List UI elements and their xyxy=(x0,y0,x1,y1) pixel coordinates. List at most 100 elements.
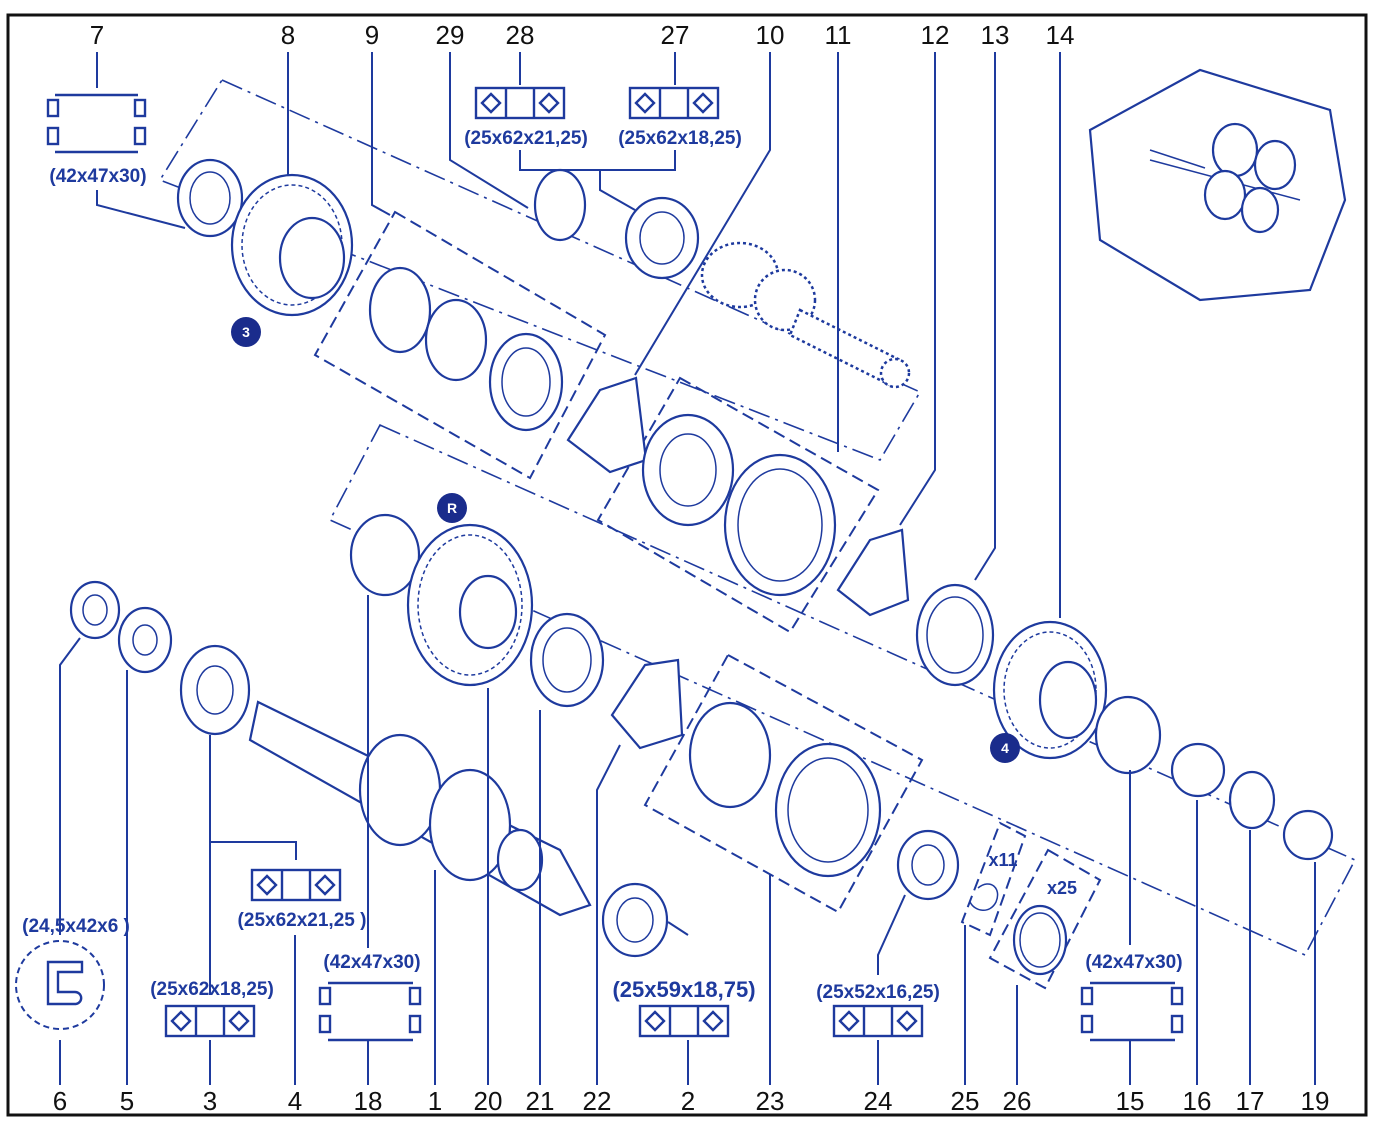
circlip-25 xyxy=(969,883,999,911)
spec-needle-bearing-18: (42x47x30) xyxy=(323,952,420,973)
lower-row-parts xyxy=(69,513,1068,976)
part-label-16: 16 xyxy=(1183,1086,1212,1116)
diagram-frame xyxy=(6,13,1368,1117)
bearing-2 xyxy=(601,882,669,958)
qty-shim-26: x25 xyxy=(1047,878,1077,898)
needle-roller-bearing-icon xyxy=(46,93,147,154)
synchro-ring-9a xyxy=(368,266,432,354)
spec-bearing-27: (25x62x18,25) xyxy=(618,128,742,149)
spec-bearing-4: (25x62x21,25 ) xyxy=(238,910,367,931)
part-label-9: 9 xyxy=(365,20,379,50)
part-label-26: 26 xyxy=(1003,1086,1032,1116)
part-label-28: 28 xyxy=(506,20,535,50)
shaft-gear-1c xyxy=(496,828,544,892)
oil-seal-6 xyxy=(69,580,121,640)
needle-roller-bearing-icon xyxy=(318,981,422,1042)
part-label-22: 22 xyxy=(583,1086,612,1116)
part-label-14: 14 xyxy=(1046,20,1075,50)
oil-seal-icon xyxy=(15,940,105,1030)
circlip-12 xyxy=(836,528,910,617)
gear-4-badge: 4 xyxy=(990,733,1020,763)
synchro-hub-23 xyxy=(688,701,772,809)
bush-19 xyxy=(1282,809,1334,861)
shaft-gear-1a xyxy=(358,733,442,847)
gear-8-hub xyxy=(278,216,346,300)
circlip-group-box xyxy=(960,821,1027,937)
part-label-10: 10 xyxy=(756,20,785,50)
part-label-15: 15 xyxy=(1116,1086,1145,1116)
tapered-bearing-icon xyxy=(250,868,342,902)
part-label-6: 6 xyxy=(53,1086,67,1116)
sliding-sleeve-23 xyxy=(774,742,882,878)
part-label-3: 3 xyxy=(203,1086,217,1116)
part-label-7: 7 xyxy=(90,20,104,50)
phantom-shaft-end xyxy=(879,357,911,389)
part-label-23: 23 xyxy=(756,1086,785,1116)
part-label-11: 11 xyxy=(825,20,852,50)
spec-bearing-2: (25x59x18,75) xyxy=(612,977,755,1002)
thrust-washer-17 xyxy=(1228,770,1276,830)
bearing-24 xyxy=(896,829,960,901)
reverse-gear-badge: R xyxy=(437,493,467,523)
synchro-ring-13 xyxy=(915,583,995,687)
dimension-spec-labels: (42x47x30) (25x62x21,25) (25x62x18,25) (… xyxy=(22,128,1182,1003)
bearing-3 xyxy=(179,644,251,736)
circlip-22 xyxy=(610,658,684,750)
synchro-ring-21 xyxy=(529,612,605,708)
part-label-12: 12 xyxy=(921,20,950,50)
part-label-17: 17 xyxy=(1236,1086,1265,1116)
tapered-bearing-icon xyxy=(638,1004,730,1038)
synchro-ring-9b xyxy=(424,298,488,382)
spec-bearing-24: (25x52x16,25) xyxy=(816,982,940,1003)
synchro-ring-9c xyxy=(488,332,564,432)
tapered-bearing-icon xyxy=(628,86,720,120)
sliding-sleeve-11 xyxy=(723,453,837,597)
spec-bearing-28: (25x62x21,25) xyxy=(464,128,588,149)
needle-roller-bearing-icon xyxy=(1080,981,1184,1042)
part-label-13: 13 xyxy=(981,20,1010,50)
qty-circlip-25: x11 xyxy=(988,850,1017,870)
gear-4-badge-text: 4 xyxy=(1001,740,1009,756)
part-label-4: 4 xyxy=(288,1086,302,1116)
shim-26 xyxy=(1012,904,1068,976)
upper-row-parts xyxy=(176,158,1334,861)
part-label-18: 18 xyxy=(354,1086,383,1116)
spec-needle-bearing-15: (42x47x30) xyxy=(1085,952,1182,973)
shim-group-box xyxy=(988,848,1102,990)
bearing-27 xyxy=(624,196,700,280)
part-number-labels: 7 8 9 29 28 27 10 11 12 13 14 6 5 3 4 18… xyxy=(53,20,1330,1116)
synchro-hub-11 xyxy=(641,413,735,527)
needle-bearing-7 xyxy=(176,158,244,238)
synchro-3-group-box xyxy=(313,210,607,480)
part-label-21: 21 xyxy=(526,1086,555,1116)
shaft-gear-1b xyxy=(428,768,512,882)
spec-oil-seal-6: (24,5x42x6 ) xyxy=(22,916,130,937)
needle-bearing-18 xyxy=(349,513,421,597)
part-label-29: 29 xyxy=(436,20,465,50)
gearbox-assembly-icon xyxy=(1088,68,1347,302)
upper-shaft-phantom xyxy=(700,241,911,389)
needle-bearing-15 xyxy=(1094,695,1162,775)
tapered-bearing-icon xyxy=(474,86,566,120)
gear-3-badge-text: 3 xyxy=(242,324,250,340)
part-label-2: 2 xyxy=(681,1086,695,1116)
gear-3-badge: 3 xyxy=(231,317,261,347)
part-label-5: 5 xyxy=(120,1086,134,1116)
washer-5 xyxy=(117,606,173,674)
leader-lines xyxy=(59,52,1316,1085)
synchro-hub-lower-group-box xyxy=(643,653,924,914)
part-label-25: 25 xyxy=(951,1086,980,1116)
spec-needle-bearing-7: (42x47x30) xyxy=(49,166,146,187)
part-label-19: 19 xyxy=(1301,1086,1330,1116)
part-label-20: 20 xyxy=(474,1086,503,1116)
tapered-bearing-icon xyxy=(164,1004,256,1038)
spec-bearing-3: (25x62x18,25) xyxy=(150,979,274,1000)
part-label-27: 27 xyxy=(661,20,690,50)
part-label-24: 24 xyxy=(864,1086,893,1116)
part-label-8: 8 xyxy=(281,20,295,50)
reverse-gear-badge-text: R xyxy=(447,500,457,516)
bush-16 xyxy=(1170,742,1226,798)
synchro-hub-group-box xyxy=(596,376,880,634)
